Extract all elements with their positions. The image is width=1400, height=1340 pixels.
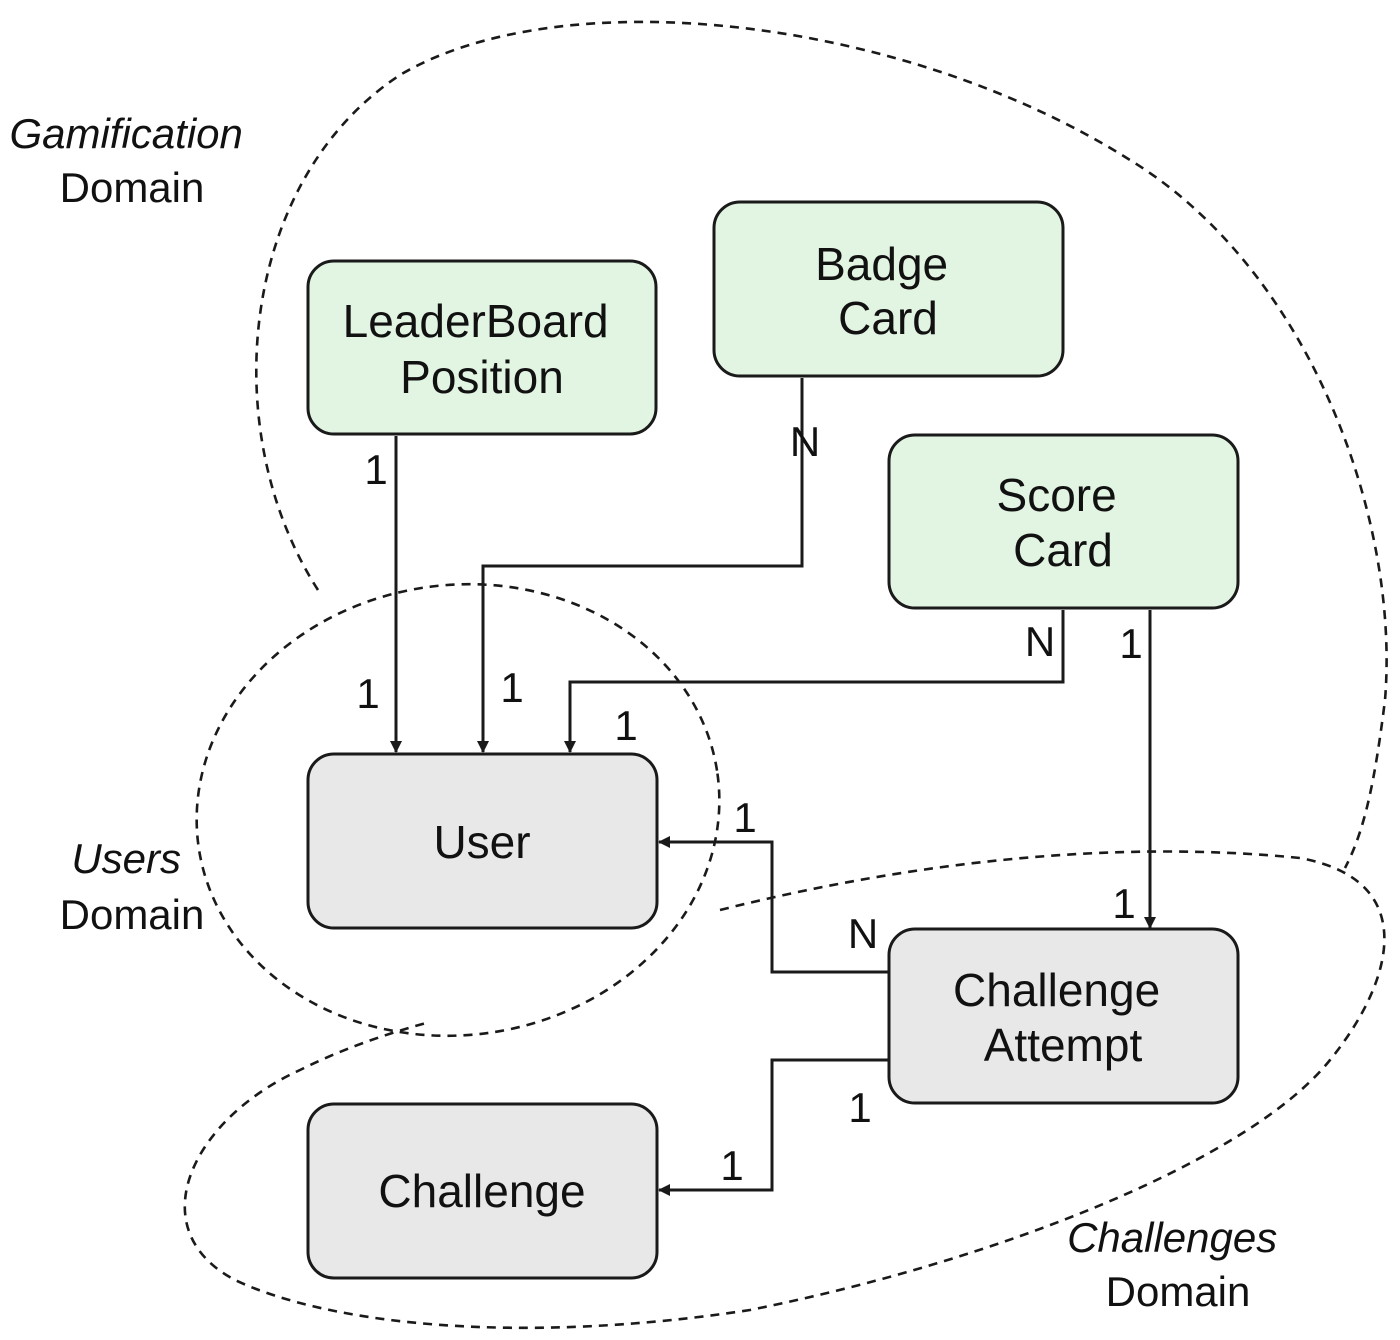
challenge-attempt-box xyxy=(887,927,1240,1105)
attempt-to-user-connector xyxy=(658,836,890,974)
challenge-box xyxy=(306,1102,659,1280)
cardinality-attempt-side-user: N xyxy=(848,910,878,957)
leaderboard-position-entity: LeaderBoard Position xyxy=(306,259,658,436)
challenges-domain-boundary xyxy=(183,850,1386,1330)
badge-card-box xyxy=(712,200,1065,378)
cardinality-challenge-side: 1 xyxy=(720,1142,743,1189)
user-label: User xyxy=(433,816,530,868)
challenge-label: Challenge xyxy=(378,1165,585,1217)
attempt-to-challenge-connector xyxy=(658,1058,890,1196)
gamification-domain-boundary xyxy=(255,20,1388,869)
challenges-domain-title: Challenges Domain xyxy=(1067,1214,1289,1315)
score-card-label: Score Card xyxy=(997,469,1130,576)
challenge-entity: Challenge xyxy=(306,1102,659,1280)
score-to-user-connector xyxy=(564,610,1065,753)
cardinality-user-side-leaderboard: 1 xyxy=(356,670,379,717)
score-card-entity: Score Card xyxy=(887,433,1240,610)
gamification-domain-title: Gamification Domain xyxy=(9,110,254,211)
leaderboard-position-label: LeaderBoard Position xyxy=(343,295,622,403)
badge-card-label: Badge Card xyxy=(815,238,961,344)
cardinality-score-side-attempt: 1 xyxy=(1119,620,1142,667)
challenge-attempt-label: Challenge Attempt xyxy=(953,964,1173,1071)
cardinality-attempt-side-score: 1 xyxy=(1112,880,1135,927)
user-box xyxy=(306,752,659,930)
cardinality-badge-side: N xyxy=(790,418,820,465)
score-card-box xyxy=(887,433,1240,610)
users-domain-title: Users Domain xyxy=(60,835,205,938)
users-domain-boundary xyxy=(195,582,721,1038)
user-entity: User xyxy=(306,752,659,930)
cardinality-attempt-side-challenge: 1 xyxy=(848,1084,871,1131)
cardinality-user-side-attempt: 1 xyxy=(733,794,756,841)
badge-card-entity: Badge Card xyxy=(712,200,1065,378)
cardinality-score-side-user: N xyxy=(1025,618,1055,665)
cardinality-leaderboard-side: 1 xyxy=(364,446,387,493)
leaderboard-position-box xyxy=(306,259,658,436)
cardinality-user-side-score: 1 xyxy=(614,702,637,749)
badge-to-user-connector xyxy=(477,378,804,753)
challenge-attempt-entity: Challenge Attempt xyxy=(887,927,1240,1105)
cardinality-user-side-badge: 1 xyxy=(500,664,523,711)
